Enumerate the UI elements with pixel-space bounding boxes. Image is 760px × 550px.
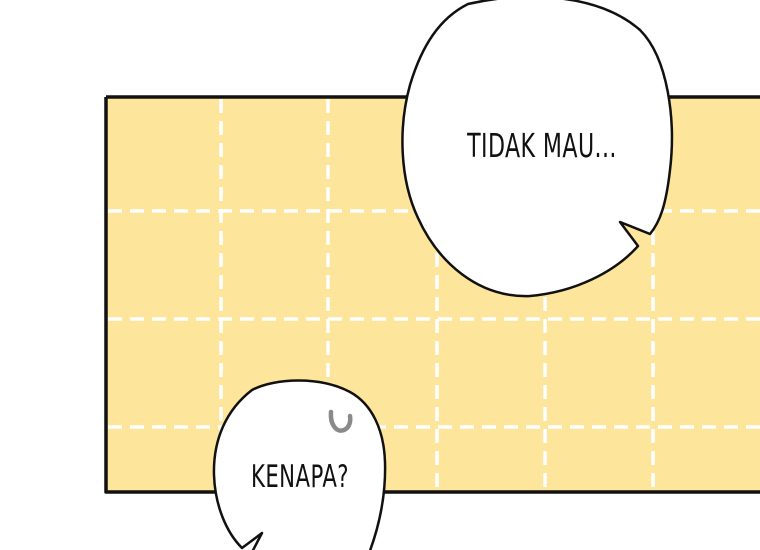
bubble-top-text: TIDAK MAU... bbox=[466, 127, 617, 166]
bubble-bottom-shape bbox=[212, 379, 387, 550]
speech-bubble-top: TIDAK MAU... bbox=[401, 0, 674, 298]
speech-bubble-bottom: KENAPA? bbox=[212, 379, 387, 550]
sweat-mark-icon bbox=[328, 409, 353, 433]
bubble-bottom-text: KENAPA? bbox=[251, 459, 349, 495]
bubble-top-shape bbox=[401, 0, 674, 298]
